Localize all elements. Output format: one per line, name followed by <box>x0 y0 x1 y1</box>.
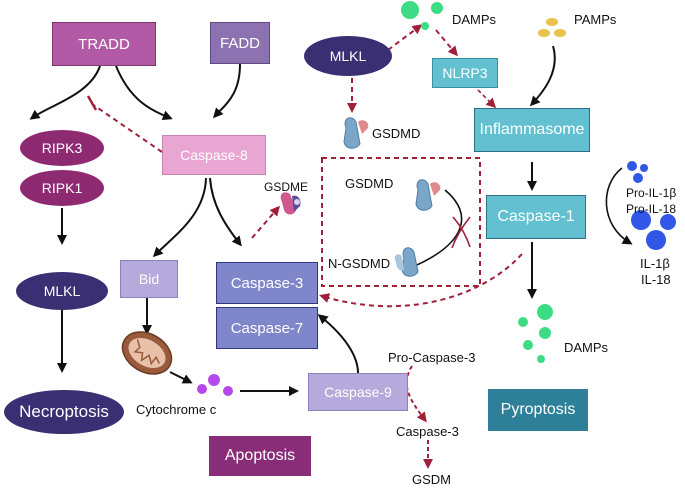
pro-il18-label: Pro-IL-18 <box>626 202 677 216</box>
gsdmd-inner-label: GSDMD <box>345 176 394 191</box>
arrow-nlrp3-inflammasome <box>477 89 497 109</box>
pro-caspase3-label: Pro-Caspase-3 <box>388 350 476 365</box>
caspase7-node: Caspase-7 <box>216 307 318 349</box>
pyroptosis-node: Pyroptosis <box>488 389 588 431</box>
pamps-label: PAMPs <box>574 12 617 27</box>
arrow-pamps-inflammasome <box>529 45 556 107</box>
block-cross-icon-2 <box>451 216 471 249</box>
block-cross-icon <box>452 216 471 248</box>
gsdmd-inner-protein-icon <box>415 179 441 211</box>
arrow-fadd-caspase8 <box>212 63 241 119</box>
ripk3-node: RIPK3 <box>20 130 104 166</box>
gsdm-label: GSDM <box>412 472 451 487</box>
n-gsdmd-protein-icon <box>394 247 419 277</box>
caspase8-node: Caspase-8 <box>162 135 266 175</box>
arrow-proil-il <box>605 167 633 245</box>
inflammasome-node: Inflammasome <box>474 108 590 152</box>
il1b-label: IL-1β <box>640 256 670 271</box>
arrow-mlkl-damps <box>387 24 423 51</box>
pamps-icon <box>538 18 566 37</box>
gsdmd-protein-icon <box>343 117 369 149</box>
nlrp3-node: NLRP3 <box>432 58 498 88</box>
pro-il-icon <box>627 161 648 183</box>
ripk1-node: RIPK1 <box>20 170 104 206</box>
arrow-caspase3-gsdme <box>251 205 280 239</box>
mlkl-top-node: MLKL <box>304 36 392 76</box>
damps-top-icon <box>401 1 443 30</box>
cytochrome-c-label: Cytochrome c <box>136 402 217 417</box>
arrow-tradd-ripk3 <box>29 65 101 120</box>
caspase9-node: Caspase-9 <box>308 373 408 411</box>
n-gsdmd-label: N-GSDMD <box>328 256 391 271</box>
arrow-procasp3-casp3 <box>405 365 427 423</box>
arrow-mito-cytc <box>169 371 193 384</box>
mlkl-left-node: MLKL <box>16 272 108 310</box>
gsdme-protein-icon <box>280 192 301 215</box>
arrow-damps-nlrp3 <box>435 29 458 57</box>
caspase3-node: Caspase-3 <box>216 262 318 304</box>
inhibit-bar <box>86 95 98 111</box>
gsdmd-top-label: GSDMD <box>372 126 421 141</box>
il-icon <box>631 210 676 250</box>
cytochrome-c-icon <box>197 374 233 396</box>
caspase1-node: Caspase-1 <box>486 195 586 239</box>
arrow-caspase8-caspase3 <box>209 177 242 247</box>
damps-top-label: DAMPs <box>452 12 497 27</box>
damps-bottom-label: DAMPs <box>564 340 609 355</box>
caspase3-text-label: Caspase-3 <box>396 424 459 439</box>
apoptosis-node: Apoptosis <box>209 436 311 476</box>
bid-node: Bid <box>120 260 178 298</box>
pro-il1b-label: Pro-IL-1β <box>626 186 677 200</box>
arrow-caspase8-bid <box>152 177 207 258</box>
necroptosis-node: Necroptosis <box>4 390 124 434</box>
arrow-tradd-caspase8 <box>115 65 173 121</box>
gsdmd-pore-box <box>321 157 481 287</box>
arrow-caspase1-caspase3 <box>319 253 523 308</box>
il18-label: IL-18 <box>641 272 671 287</box>
damps-bottom-icon <box>518 304 553 363</box>
tradd-node: TRADD <box>52 22 156 66</box>
arrow-gsdmd-ngsdmd <box>407 189 463 270</box>
gsdme-label: GSDME <box>264 180 309 194</box>
arrow-caspase9-caspase7 <box>317 314 359 374</box>
mitochondrion-icon <box>121 331 173 375</box>
fadd-node: FADD <box>210 22 270 64</box>
